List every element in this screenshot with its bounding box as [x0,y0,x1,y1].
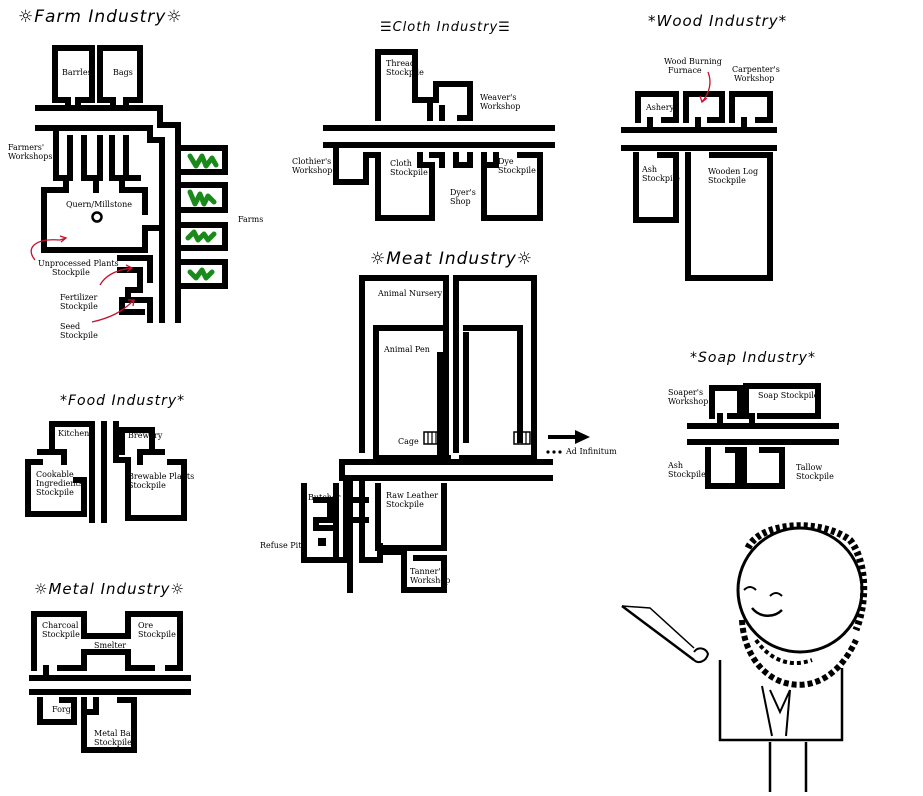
cloth-industry-title: ☰Cloth Industry☰ [380,20,511,35]
wood-industry-walls [621,91,777,281]
label-quern: Quern/Millstone [66,200,132,209]
meat-industry-title: ☼Meat Industry☼ [370,249,533,269]
label-ashery: Ashery [645,103,675,112]
cloth-industry-walls [323,49,555,221]
label-farms: Farms [238,215,263,224]
farm-labels: Barrles Bags Farmers'Workshops Quern/Mil… [8,68,263,340]
label-pen: Animal Pen [383,345,430,354]
label-barrels: Barrles [62,68,92,77]
label-farmers-workshops: Farmers'Workshops [8,143,52,161]
cage-icon-right [513,431,531,445]
label-butcher: Butcher [308,493,341,502]
farm-industry-walls [35,45,228,323]
food-industry-title: *Food Industry* [60,393,185,409]
ad-infinitum-arrow [546,430,590,454]
label-smelter: Smelter [94,641,126,650]
wood-annotation-arrow [699,71,711,104]
wood-industry-title: *Wood Industry* [648,12,787,30]
label-ad-infinitum: Ad Infinitum [565,447,617,456]
farm-plants [185,153,219,281]
meat-labels: Animal Nursery Animal Pen Cage Ad Infini… [260,289,617,585]
meat-industry-walls [301,275,553,593]
label-bags: Bags [113,68,133,77]
food-industry-walls [25,421,187,523]
label-cage: Cage [398,437,419,446]
metal-industry-walls [29,611,191,753]
farmers-workshops-line2: Workshops [8,152,52,161]
label-brewery: Brewery [128,431,163,440]
cage-icon-left [423,431,441,445]
farmers-workshops-line1: Farmers' [8,143,44,152]
soap-industry-title: *Soap Industry* [690,350,816,366]
bearded-presenter-illustration [621,522,868,792]
label-forge: Forge [52,705,76,714]
farm-industry-title: ☼Farm Industry☼ [18,7,183,27]
farm-annotation-arrows [30,235,135,323]
soap-industry-walls [687,383,839,489]
metal-industry-title: ☼Metal Industry☼ [34,580,185,598]
cage-icons [423,431,531,445]
label-kitchen: Kitchen [58,429,89,438]
label-nursery: Animal Nursery [377,289,443,298]
label-soap-stockpile: Soap Stockpile [758,391,819,400]
label-refuse: Refuse Pit [260,541,302,550]
